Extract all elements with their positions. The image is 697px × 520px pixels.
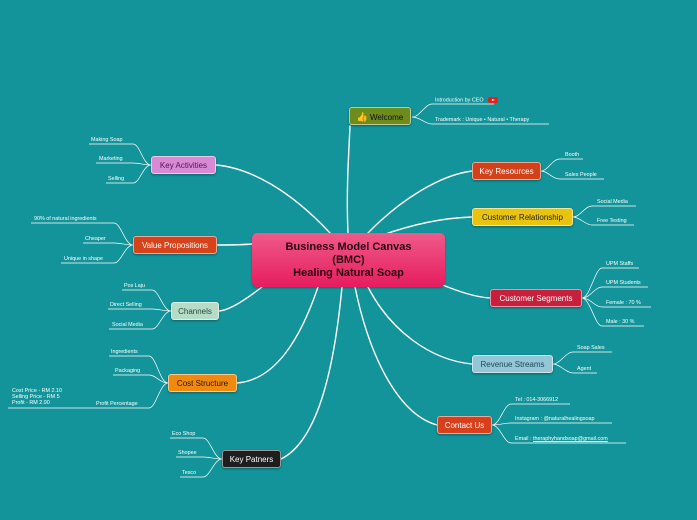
link-contact-us: [354, 286, 438, 426]
leaf-tesco[interactable]: Tesco: [182, 470, 197, 476]
leaf-marketing[interactable]: Marketing: [99, 156, 123, 162]
cost-price-line: Cost Price - RM 2.10: [12, 388, 63, 394]
leaf-natural-ingredients[interactable]: 90% of natural ingredients: [34, 216, 97, 222]
leaf-social-media-channel[interactable]: Social Media: [112, 322, 143, 328]
link-revenue-streams: [367, 286, 473, 365]
email-link[interactable]: theraphyhandsoap@gmail.com: [532, 436, 608, 442]
topic-customer-segments[interactable]: Customer Segments: [490, 289, 582, 307]
leaf-pos-laju[interactable]: Pos Laju: [124, 283, 145, 289]
leaf-email-label: Email :: [515, 436, 533, 442]
central-topic-line-1: Business Model Canvas: [285, 240, 412, 253]
leaf-sales-people[interactable]: Sales People: [565, 172, 597, 178]
leaf-male[interactable]: Male : 30 %: [606, 319, 635, 325]
link-value-propositions: [216, 243, 253, 246]
link-key-resources: [367, 170, 473, 234]
leaf-shopee[interactable]: Shopee: [178, 450, 197, 456]
leaf-introduction-by-ceo[interactable]: Introduction by CEO: [435, 97, 498, 104]
link-welcome: [346, 125, 351, 234]
leaf-cost-detail[interactable]: Cost Price - RM 2.10 Selling Price - RM …: [12, 388, 62, 406]
link-customer-relationship: [379, 216, 473, 237]
leaf-eco-shop[interactable]: Eco Shop: [172, 431, 196, 437]
central-topic[interactable]: Business Model Canvas (BMC) Healing Natu…: [252, 233, 445, 287]
leaf-upm-students[interactable]: UPM Students: [606, 280, 641, 286]
leaf-packaging[interactable]: Packaging: [115, 368, 141, 374]
youtube-play-icon[interactable]: [487, 97, 498, 103]
leaf-cheaper[interactable]: Cheaper: [85, 236, 106, 242]
leaf-ingredients[interactable]: Ingredients: [111, 349, 138, 355]
leaf-agent[interactable]: Agent: [577, 366, 592, 372]
topic-welcome-label: Welcome: [370, 113, 404, 122]
topic-key-activities[interactable]: Key Activities: [151, 156, 216, 174]
selling-price-line: Selling Price - RM 5: [12, 394, 60, 400]
topic-customer-relationship[interactable]: Customer Relationship: [472, 208, 573, 226]
topic-welcome[interactable]: 👍Welcome: [349, 107, 411, 125]
topic-key-patners[interactable]: Key Patners: [222, 450, 281, 468]
leaf-booth[interactable]: Booth: [565, 152, 580, 158]
topic-revenue-streams[interactable]: Revenue Streams: [472, 355, 553, 373]
profit-line: Profit - RM 2.90: [12, 400, 50, 406]
link-key-activities: [215, 164, 331, 234]
leaf-instagram[interactable]: Instagram : @naturalhealingsoap: [515, 416, 595, 422]
leaf-introduction-label: Introduction by CEO: [435, 97, 484, 104]
thumbs-up-icon: 👍: [356, 112, 368, 122]
leaf-tel[interactable]: Tel : 014-3066912: [515, 397, 559, 403]
leaf-direct-selling[interactable]: Direct Selling: [110, 302, 142, 308]
topic-cost-structure[interactable]: Cost Structure: [168, 374, 237, 392]
leaf-social-media-relationship[interactable]: Social Media: [597, 199, 628, 205]
link-customer-segments: [439, 283, 491, 299]
leaf-upm-staffs[interactable]: UPM Staffs: [606, 261, 634, 267]
topic-contact-us[interactable]: Contact Us: [437, 416, 492, 434]
leaf-free-testing[interactable]: Free Testing: [597, 218, 627, 224]
central-topic-line-3: Healing Natural Soap: [293, 266, 404, 279]
topic-channels[interactable]: Channels: [171, 302, 219, 320]
topic-value-propositions[interactable]: Value Propositions: [133, 236, 217, 254]
leaf-soap-sales[interactable]: Soap Sales: [577, 345, 605, 351]
central-topic-line-2: (BMC): [332, 253, 365, 266]
leaf-female[interactable]: Female : 70 %: [606, 300, 641, 306]
leaf-selling[interactable]: Selling: [108, 176, 125, 182]
leaf-profit-percentage[interactable]: Profit Percentage: [96, 401, 138, 407]
link-cost-structure: [236, 286, 319, 384]
leaf-making-soap[interactable]: Making Soap: [91, 137, 123, 143]
link-channels: [218, 286, 263, 312]
leaf-email[interactable]: Email : theraphyhandsoap@gmail.com: [515, 436, 608, 443]
leaf-unique-in-shape[interactable]: Unique in shape: [64, 256, 103, 262]
topic-key-resources[interactable]: Key Resources: [472, 162, 541, 180]
link-key-patners: [280, 286, 343, 460]
leaf-trademark[interactable]: Trademark : Unique • Natural • Therapy: [435, 117, 530, 123]
